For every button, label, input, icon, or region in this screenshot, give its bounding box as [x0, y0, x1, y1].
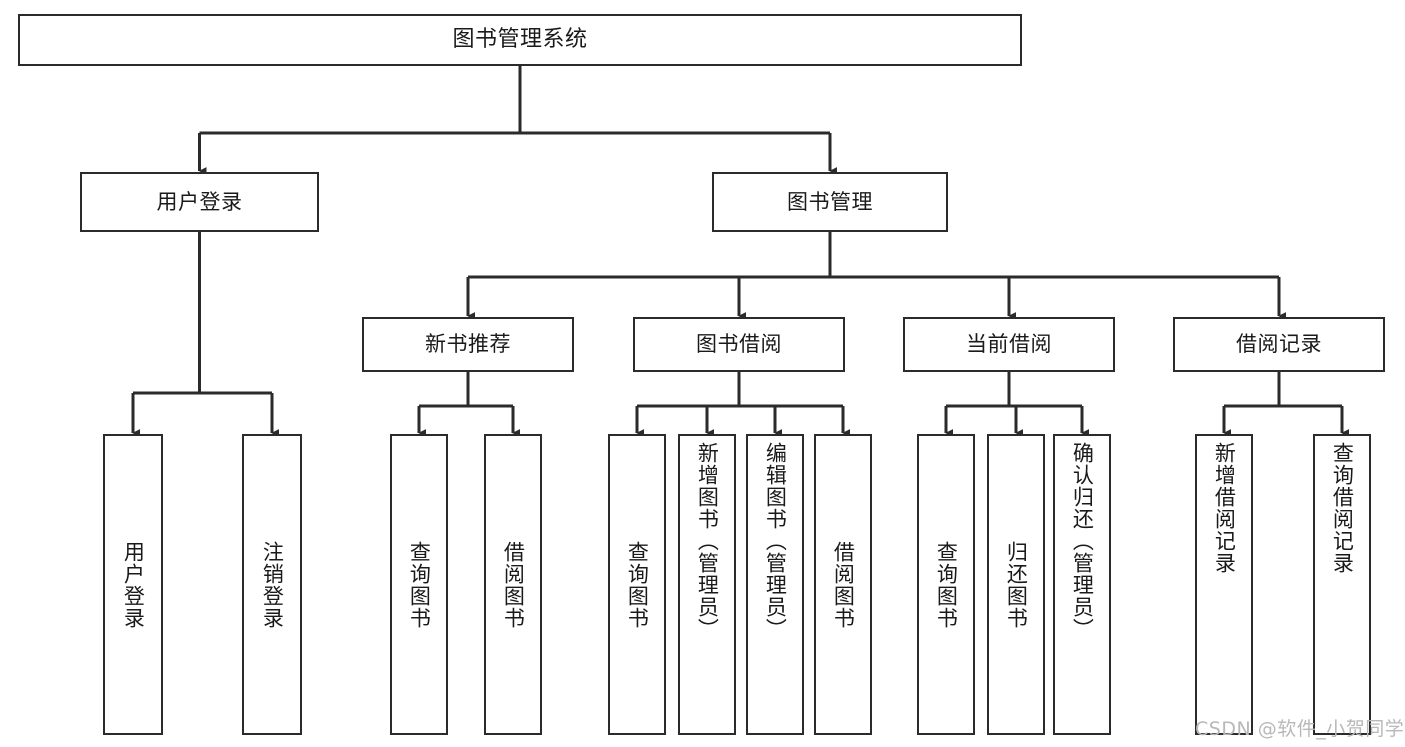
node-book-mgmt[interactable]: 图书管理: [712, 172, 948, 232]
watermark-text: CSDN @软件_小贺同学: [1195, 718, 1405, 740]
node-label: 确认归还（管理员）: [1070, 442, 1095, 640]
node-borrow-record[interactable]: 借阅记录: [1173, 317, 1385, 372]
node-leaf-query-record[interactable]: 查询借阅记录: [1313, 434, 1371, 735]
node-label: 借阅图书: [831, 540, 856, 629]
node-leaf-return-book[interactable]: 归还图书: [987, 434, 1045, 735]
node-label: 新增图书（管理员）: [695, 442, 720, 640]
node-label: 图书借阅: [696, 332, 782, 357]
node-label: 查询借阅记录: [1330, 442, 1355, 574]
node-label: 新增借阅记录: [1212, 442, 1237, 574]
node-label: 查询图书: [407, 540, 432, 629]
node-label: 用户登录: [121, 540, 146, 629]
node-leaf-confirm-return[interactable]: 确认归还（管理员）: [1053, 434, 1111, 735]
node-leaf-edit-book[interactable]: 编辑图书（管理员）: [746, 434, 804, 735]
node-leaf-borrow-book-2[interactable]: 借阅图书: [814, 434, 872, 735]
node-label: 图书管理: [787, 189, 873, 214]
node-leaf-borrow-book-1[interactable]: 借阅图书: [484, 434, 542, 735]
node-label: 编辑图书（管理员）: [763, 442, 788, 640]
node-label: 图书管理系统: [452, 27, 588, 53]
connector-lines: [131, 66, 1350, 437]
node-label: 查询图书: [934, 540, 959, 629]
node-root[interactable]: 图书管理系统: [18, 14, 1022, 66]
node-leaf-add-book[interactable]: 新增图书（管理员）: [678, 434, 736, 735]
node-label: 用户登录: [156, 189, 243, 214]
node-label: 借阅记录: [1236, 332, 1322, 357]
node-book-borrow[interactable]: 图书借阅: [633, 317, 845, 372]
node-label: 归还图书: [1004, 540, 1029, 629]
node-leaf-user-logout[interactable]: 注销登录: [242, 434, 302, 735]
node-label: 新书推荐: [425, 332, 511, 357]
node-label: 借阅图书: [501, 540, 526, 629]
node-leaf-query-book-3[interactable]: 查询图书: [917, 434, 975, 735]
node-label: 注销登录: [260, 540, 285, 629]
node-label: 当前借阅: [966, 332, 1052, 357]
node-label: 查询图书: [625, 540, 650, 629]
node-current-borrow[interactable]: 当前借阅: [903, 317, 1115, 372]
node-new-book-rec[interactable]: 新书推荐: [362, 317, 574, 372]
node-leaf-user-login[interactable]: 用户登录: [103, 434, 163, 735]
node-leaf-add-record[interactable]: 新增借阅记录: [1195, 434, 1253, 735]
node-leaf-query-book-2[interactable]: 查询图书: [608, 434, 666, 735]
node-leaf-query-book-1[interactable]: 查询图书: [390, 434, 448, 735]
node-user-login[interactable]: 用户登录: [80, 172, 319, 232]
